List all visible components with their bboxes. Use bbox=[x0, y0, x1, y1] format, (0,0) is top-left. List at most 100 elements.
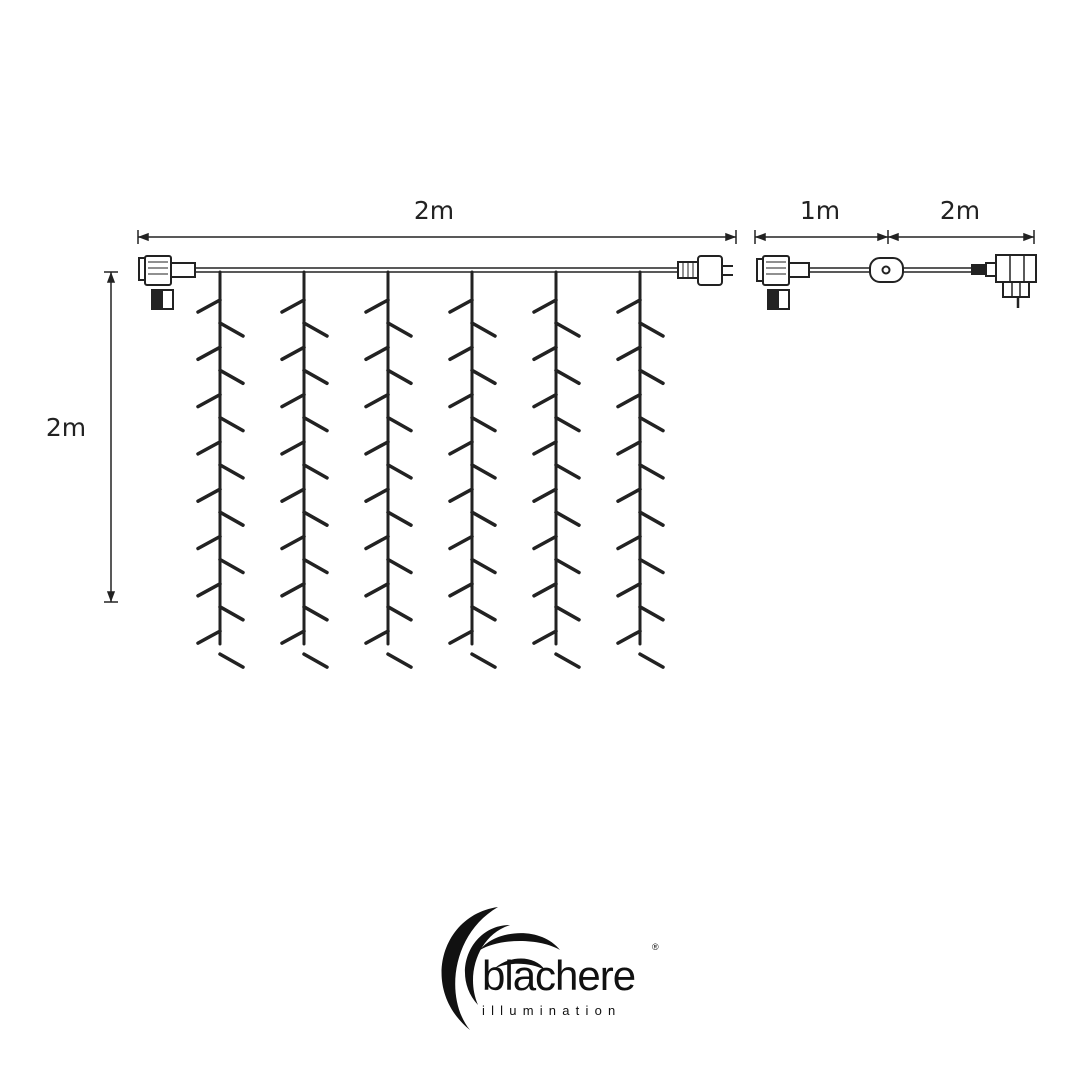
led-bulb bbox=[616, 440, 642, 456]
led-bulb bbox=[218, 652, 245, 669]
led-bulb bbox=[302, 415, 329, 433]
led-bulb bbox=[532, 534, 558, 551]
led-bulb bbox=[302, 605, 329, 622]
led-bulb bbox=[280, 392, 306, 409]
led-bulb bbox=[554, 321, 581, 338]
led-bulb bbox=[302, 510, 329, 527]
width-label: 2m bbox=[414, 196, 454, 225]
led-bulb bbox=[554, 368, 581, 386]
led-bulb bbox=[196, 629, 222, 645]
led-bulb bbox=[532, 440, 558, 456]
led-bulb bbox=[218, 321, 245, 338]
led-bulb bbox=[470, 321, 497, 338]
led-bulb bbox=[554, 605, 581, 622]
led-bulb bbox=[280, 534, 306, 551]
led-bulb bbox=[196, 487, 222, 503]
led-bulb bbox=[448, 629, 474, 645]
led-bulb bbox=[196, 345, 222, 362]
power-adapter-icon bbox=[995, 254, 1037, 283]
led-bulb bbox=[638, 321, 665, 338]
led-bulb bbox=[616, 392, 642, 409]
led-bulb bbox=[470, 510, 497, 527]
led-bulb bbox=[470, 557, 497, 575]
led-bulb bbox=[554, 510, 581, 527]
led-bulb bbox=[302, 368, 329, 386]
led-bulb bbox=[638, 415, 665, 433]
led-bulb bbox=[554, 557, 581, 575]
led-bulb bbox=[196, 440, 222, 456]
led-bulb bbox=[280, 440, 306, 456]
led-bulb bbox=[302, 652, 329, 669]
logo-tagline-text: illumination bbox=[482, 1003, 621, 1018]
led-bulb bbox=[554, 463, 581, 480]
led-bulb bbox=[554, 652, 581, 669]
led-bulb bbox=[448, 345, 474, 362]
led-bulb bbox=[364, 392, 390, 409]
led-bulb bbox=[218, 605, 245, 622]
led-bulb bbox=[196, 582, 222, 598]
led-bulb bbox=[280, 345, 306, 362]
power-supply-cable bbox=[756, 254, 1037, 310]
led-bulb bbox=[196, 392, 222, 409]
led-bulb bbox=[638, 557, 665, 575]
logo-registered-mark: ® bbox=[652, 942, 659, 952]
led-bulb bbox=[470, 652, 497, 669]
output-connector-icon bbox=[677, 255, 733, 286]
led-bulb bbox=[638, 510, 665, 527]
led-bulb bbox=[448, 534, 474, 551]
led-bulb bbox=[386, 557, 413, 575]
led-bulb bbox=[364, 440, 390, 456]
led-bulb bbox=[616, 629, 642, 645]
led-bulb bbox=[386, 368, 413, 386]
led-bulb bbox=[638, 368, 665, 386]
led-bulb bbox=[364, 534, 390, 551]
led-bulb bbox=[616, 298, 642, 314]
led-bulb bbox=[218, 463, 245, 480]
led-bulb bbox=[280, 298, 306, 314]
led-bulb bbox=[364, 487, 390, 503]
led-bulb bbox=[302, 557, 329, 575]
led-bulb bbox=[386, 321, 413, 338]
led-bulb bbox=[218, 415, 245, 433]
led-bulb bbox=[448, 440, 474, 456]
dimension-lines bbox=[104, 230, 1035, 603]
logo-brand-text: blachere bbox=[482, 952, 635, 999]
led-bulb bbox=[364, 582, 390, 598]
led-bulb bbox=[554, 415, 581, 433]
led-bulb bbox=[448, 487, 474, 503]
led-bulb bbox=[364, 298, 390, 314]
led-bulb bbox=[302, 463, 329, 480]
led-strands bbox=[196, 270, 665, 669]
led-bulb bbox=[302, 321, 329, 338]
led-bulb bbox=[470, 605, 497, 622]
led-bulb bbox=[386, 652, 413, 669]
led-bulb bbox=[638, 605, 665, 622]
led-bulb bbox=[532, 345, 558, 362]
height-label: 2m bbox=[46, 413, 86, 442]
led-bulb bbox=[470, 463, 497, 480]
led-bulb bbox=[616, 582, 642, 598]
led-bulb bbox=[448, 582, 474, 598]
led-bulb bbox=[218, 557, 245, 575]
led-bulb bbox=[532, 392, 558, 409]
led-bulb bbox=[386, 510, 413, 527]
power-cable-length-label: 2m bbox=[940, 196, 980, 225]
led-bulb bbox=[218, 368, 245, 386]
input-connector-icon bbox=[138, 255, 196, 310]
extension-length-label: 1m bbox=[800, 196, 840, 225]
led-bulb bbox=[616, 345, 642, 362]
led-bulb bbox=[448, 298, 474, 314]
led-bulb bbox=[196, 534, 222, 551]
led-bulb bbox=[386, 415, 413, 433]
led-bulb bbox=[532, 629, 558, 645]
main-cable bbox=[195, 267, 680, 273]
led-bulb bbox=[616, 534, 642, 551]
led-bulb bbox=[638, 652, 665, 669]
led-bulb bbox=[364, 629, 390, 645]
led-bulb bbox=[386, 605, 413, 622]
led-bulb bbox=[616, 487, 642, 503]
led-bulb bbox=[364, 345, 390, 362]
led-bulb bbox=[532, 487, 558, 503]
led-bulb bbox=[448, 392, 474, 409]
